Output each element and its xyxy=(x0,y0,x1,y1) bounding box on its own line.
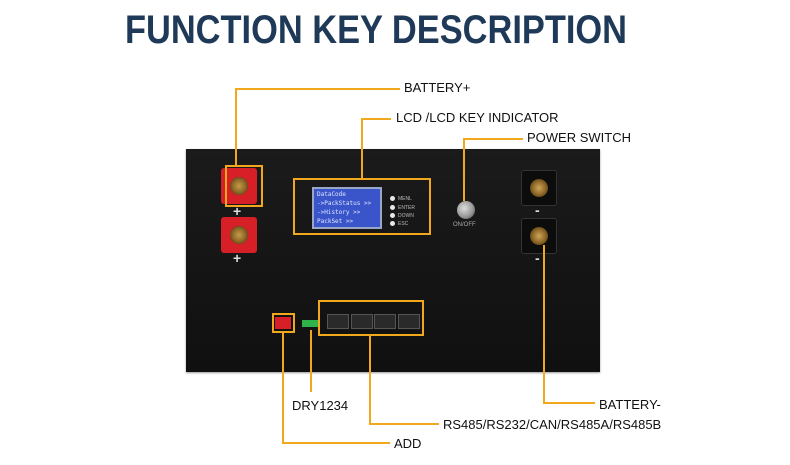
dry-contact-connector xyxy=(302,320,318,327)
led-indicator[interactable] xyxy=(390,221,395,226)
callout-line xyxy=(282,442,390,444)
callout-box-add xyxy=(272,313,295,333)
lcd-line: PackSet >> xyxy=(317,218,354,225)
lcd-screen: DataCode ->PackStatus >> ->History >> Pa… xyxy=(312,187,382,229)
add-dip-switch[interactable] xyxy=(275,317,291,329)
label-dry: DRY1234 xyxy=(292,398,349,413)
callout-line xyxy=(361,118,363,178)
callout-line xyxy=(282,333,284,443)
lcd-line: DataCode xyxy=(317,191,346,198)
led-label: MENL xyxy=(398,196,412,202)
positive-sign: + xyxy=(233,203,242,219)
label-add: ADD xyxy=(394,436,422,451)
callout-line xyxy=(369,423,439,425)
label-battery-minus: BATTERY- xyxy=(599,397,661,412)
led-label: ESC xyxy=(398,221,409,227)
callout-line xyxy=(463,138,465,201)
callout-line xyxy=(235,88,237,166)
negative-terminal-bottom xyxy=(521,218,557,254)
callout-box-battery-plus xyxy=(225,165,263,207)
comm-port xyxy=(351,314,373,329)
callout-line xyxy=(543,402,595,404)
comm-port xyxy=(327,314,349,329)
lcd-line: ->History >> xyxy=(317,209,361,216)
label-power-switch: POWER SWITCH xyxy=(527,130,631,145)
callout-line xyxy=(543,245,545,403)
negative-terminal-top xyxy=(521,170,557,206)
callout-line xyxy=(310,330,312,392)
callout-box-comm xyxy=(318,300,424,336)
callout-box-lcd xyxy=(293,178,431,235)
led-indicator[interactable] xyxy=(390,196,395,201)
label-comm: RS485/RS232/CAN/RS485A/RS485B xyxy=(443,417,662,432)
positive-sign: + xyxy=(233,250,242,266)
led-label: ENTER xyxy=(398,205,415,211)
page-title: FUNCTION KEY DESCRIPTION xyxy=(124,8,628,52)
comm-port xyxy=(374,314,396,329)
label-battery-plus: BATTERY+ xyxy=(404,80,471,95)
callout-line xyxy=(369,336,371,424)
negative-sign: - xyxy=(535,250,540,266)
comm-port xyxy=(398,314,420,329)
switch-label: ON/OFF xyxy=(453,222,476,228)
led-label: DOWN xyxy=(398,213,414,219)
callout-line xyxy=(361,118,391,120)
positive-terminal-bottom xyxy=(221,217,257,253)
power-switch-knob[interactable] xyxy=(457,201,475,219)
negative-sign: - xyxy=(535,202,540,218)
callout-line xyxy=(463,138,523,140)
callout-line xyxy=(235,88,400,90)
lcd-line: ->PackStatus >> xyxy=(317,200,372,207)
label-lcd: LCD /LCD KEY INDICATOR xyxy=(396,110,559,125)
positive-terminal-top xyxy=(221,168,257,204)
led-indicator[interactable] xyxy=(390,213,395,218)
led-indicator[interactable] xyxy=(390,205,395,210)
